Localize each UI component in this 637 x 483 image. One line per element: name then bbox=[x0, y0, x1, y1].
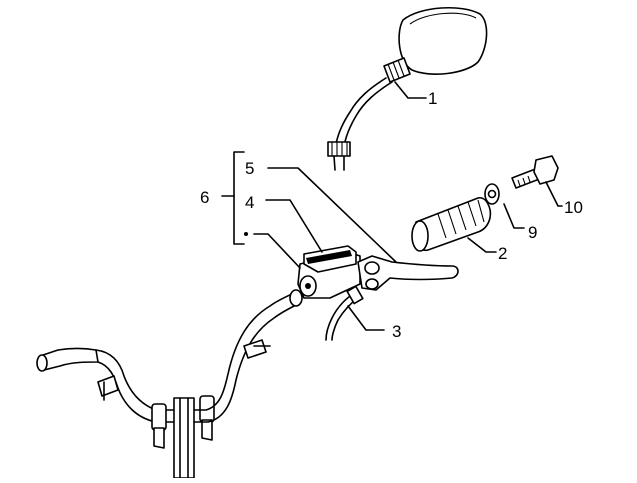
callout-6: 6 bbox=[200, 188, 209, 207]
throttle-grip bbox=[411, 197, 492, 252]
callout-10: 10 bbox=[564, 198, 583, 217]
bar-end-bolt bbox=[511, 155, 559, 189]
callout-1: 1 bbox=[428, 89, 437, 108]
leader-lines bbox=[221, 81, 563, 331]
bar-end-spacer bbox=[484, 183, 500, 205]
brake-master-cylinder bbox=[297, 245, 361, 299]
callout-2: 2 bbox=[498, 244, 507, 263]
handlebar bbox=[36, 289, 303, 479]
callout-4: 4 bbox=[245, 193, 254, 212]
callout-9: 9 bbox=[528, 223, 537, 242]
callout-5: 5 bbox=[245, 159, 254, 178]
brake-cable bbox=[325, 285, 364, 341]
brake-lever bbox=[357, 255, 459, 291]
callout-3: 3 bbox=[392, 322, 401, 341]
rear-view-mirror bbox=[327, 6, 488, 171]
